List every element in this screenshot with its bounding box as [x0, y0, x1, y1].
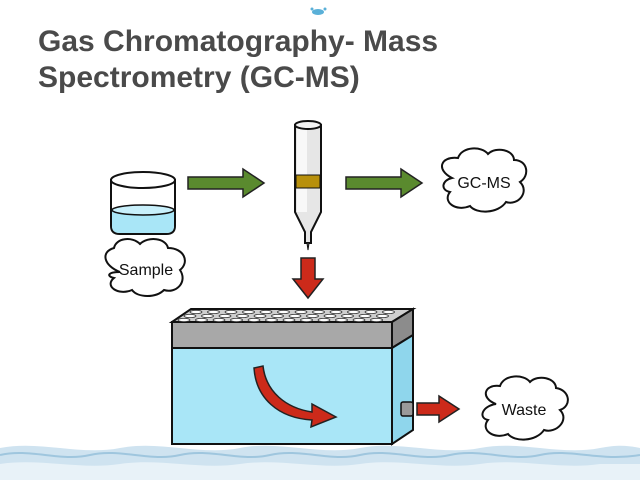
water-waves-decoration — [0, 445, 640, 480]
port-hole — [364, 309, 378, 314]
port-hole — [306, 313, 319, 318]
port-hole — [218, 313, 232, 318]
port-hole — [370, 317, 383, 322]
page-title: Gas Chromatography- Mass Spectrometry (G… — [38, 24, 598, 96]
port-hole — [329, 309, 343, 314]
port-hole — [236, 313, 249, 318]
port-hole — [317, 317, 331, 322]
title-line-2: Spectrometry (GC-MS) — [38, 61, 360, 94]
port-hole — [335, 317, 348, 322]
gcms-cloud: GC-MS — [441, 147, 528, 213]
port-hole — [294, 309, 308, 314]
splash-icon — [310, 7, 327, 15]
port-hole — [177, 317, 191, 322]
syringe-cartridge-icon — [294, 120, 322, 251]
port-hole — [195, 317, 208, 322]
flow-arrow-to-waste — [416, 394, 461, 424]
vacuum-manifold-icon — [168, 307, 417, 446]
manifold-ports — [177, 309, 395, 322]
port-hole — [207, 309, 220, 314]
port-hole — [312, 309, 325, 314]
outlet-port — [400, 401, 414, 417]
sample-label: Sample — [119, 262, 173, 279]
port-hole — [271, 313, 284, 318]
sample-cloud: Sample — [104, 238, 186, 297]
port-hole — [183, 313, 197, 318]
title-line-1: Gas Chromatography- Mass — [38, 25, 439, 58]
port-hole — [352, 317, 366, 322]
port-hole — [265, 317, 278, 322]
port-hole — [242, 309, 255, 314]
port-hole — [189, 309, 203, 314]
port-hole — [323, 313, 337, 318]
port-hole — [282, 317, 296, 322]
flow-arrow-down — [291, 257, 325, 300]
port-hole — [201, 313, 214, 318]
flow-arrow-right-1 — [187, 167, 266, 199]
flow-arrow-right-2 — [345, 167, 424, 199]
gcms-label: GC-MS — [457, 175, 510, 192]
port-hole — [247, 317, 261, 322]
port-hole — [230, 317, 243, 322]
port-hole — [277, 309, 290, 314]
waste-label: Waste — [502, 402, 547, 419]
curved-flow-arrow-icon — [253, 365, 338, 429]
port-hole — [341, 313, 354, 318]
port-hole — [259, 309, 273, 314]
port-hole — [300, 317, 313, 322]
port-hole — [288, 313, 302, 318]
port-hole — [376, 313, 389, 318]
beaker-icon — [110, 171, 176, 235]
port-hole — [212, 317, 226, 322]
port-hole — [253, 313, 267, 318]
port-hole — [382, 309, 395, 314]
waste-cloud: Waste — [481, 375, 569, 441]
port-hole — [347, 309, 360, 314]
port-hole — [358, 313, 372, 318]
port-hole — [224, 309, 238, 314]
